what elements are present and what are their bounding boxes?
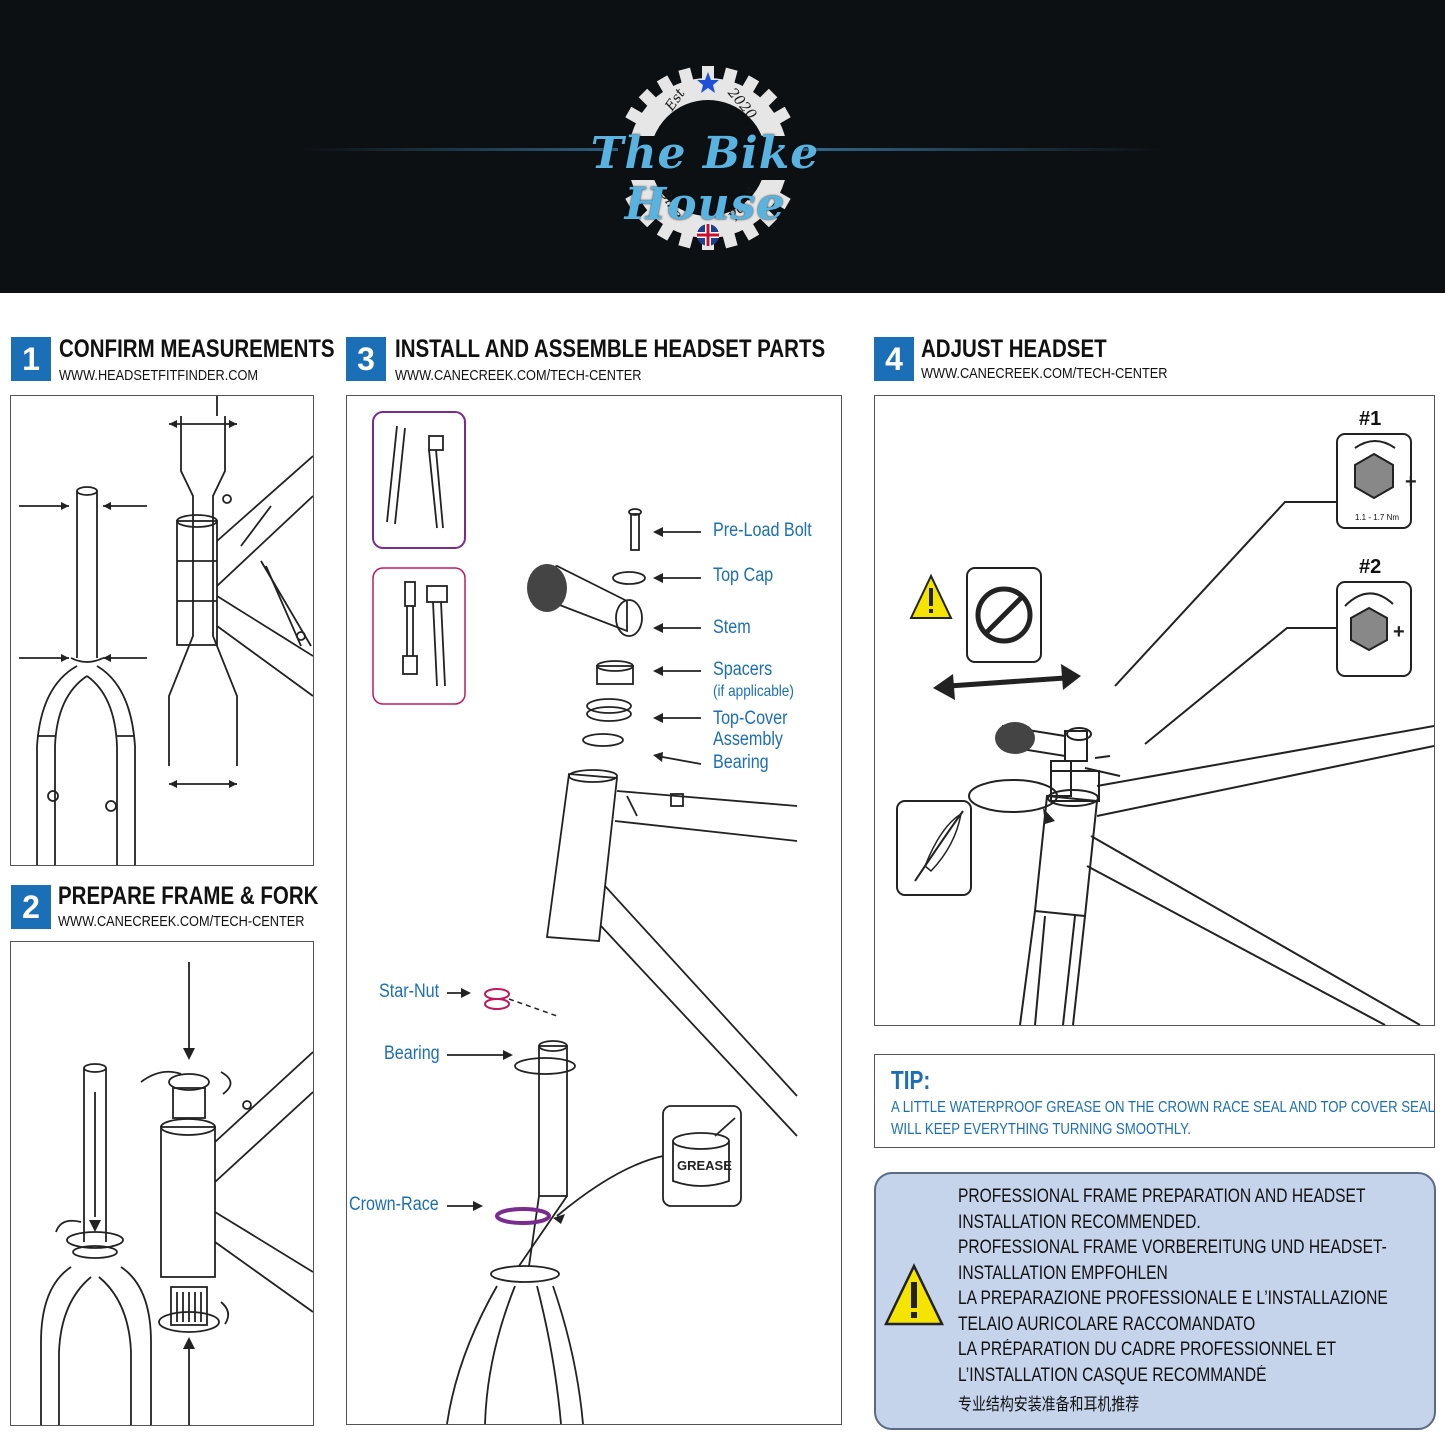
star-icon [697,72,719,93]
step-1-title: CONFIRM MEASUREMENTS [59,335,335,363]
adjust-step-2-label: #2 [1359,556,1382,578]
grease-can-label: GREASE [677,1158,732,1173]
tip-box: TIP: A LITTLE WATERPROOF GREASE ON THE C… [874,1054,1435,1148]
warning-line-3: PROFESSIONAL FRAME VORBEREITUNG UND HEAD… [958,1237,1387,1258]
svg-text:+: + [1393,621,1405,643]
prohibit-icon [966,567,1042,663]
label-top-cover: Top-Cover [713,708,788,729]
step-1-panel [10,395,314,866]
step-2-url[interactable]: WWW.CANECREEK.COM/TECH-CENTER [58,913,305,930]
label-preload-bolt: Pre-Load Bolt [713,520,812,541]
warning-line-9: 专业结构安装准备和耳机推荐 [958,1395,1140,1414]
step-3-url[interactable]: WWW.CANECREEK.COM/TECH-CENTER [395,367,642,384]
tip-title: TIP: [891,1065,931,1095]
warning-line-8: L’INSTALLATION CASQUE RECOMMANDÉ [958,1365,1267,1386]
hex-key-1-icon: + [1336,433,1417,529]
adjust-step-1-label: #1 [1359,408,1382,430]
brand-name: The Bike House [590,128,820,230]
warning-line-4: INSTALLATION EMPFOHLEN [958,1263,1168,1284]
assembly-diagram [372,411,798,1425]
step-2-number: 2 [11,885,51,929]
professional-install-warning: PROFESSIONAL FRAME PREPARATION AND HEADS… [874,1172,1436,1430]
double-arrow-icon [933,664,1081,700]
label-spacers: Spacers [713,659,773,680]
step-3-panel: Pre-Load Bolt Top Cap Stem Spacers (if a… [346,395,842,1425]
tip-line-2: WILL KEEP EVERYTHING TURNING SMOOTHLY. [891,1121,1191,1138]
step-4-panel: + + [874,395,1435,1026]
warning-triangle-icon [884,1263,944,1326]
chainring-icon [618,66,798,250]
step-3-number: 3 [346,337,386,381]
label-stem: Stem [713,617,751,638]
adjust-headset-diagram: + + [896,433,1435,1026]
label-bearing-bottom: Bearing [384,1043,440,1064]
warning-icon [909,573,953,619]
step-4-title: ADJUST HEADSET [921,335,1107,363]
label-top-cap: Top Cap [713,565,774,586]
frame-fork-prep-diagram [40,962,314,1425]
warning-line-1: PROFESSIONAL FRAME PREPARATION AND HEADS… [958,1186,1366,1207]
hex-key-2-icon: + [1336,581,1412,677]
warning-line-5: LA PREPARAZIONE PROFESSIONALE E L’INSTAL… [958,1288,1388,1309]
step-3-title: INSTALL AND ASSEMBLE HEADSET PARTS [395,335,826,363]
step-2-title: PREPARE FRAME & FORK [58,882,319,910]
tip-line-1: A LITTLE WATERPROOF GREASE ON THE CROWN … [891,1099,1435,1116]
label-crown-race: Crown-Race [349,1194,439,1215]
step-1-url[interactable]: WWW.HEADSETFITFINDER.COM [59,367,259,384]
step-1-number: 1 [11,337,51,381]
uk-flag-icon [697,224,719,246]
warning-line-6: TELAIO AURICOLARE RACCOMANDATO [958,1314,1256,1335]
warning-line-2: INSTALLATION RECOMMENDED. [958,1212,1201,1233]
step-4-url[interactable]: WWW.CANECREEK.COM/TECH-CENTER [921,365,1168,382]
svg-text:+: + [1405,471,1417,493]
step-4-number: 4 [874,337,914,381]
feather-icon [896,800,972,896]
label-bearing-top: Bearing [713,752,769,773]
label-spacers-note: (if applicable) [713,683,794,700]
warning-line-7: LA PRÉPARATION DU CADRE PROFESSIONNEL ET [958,1339,1337,1360]
measurement-diagram [19,396,314,865]
label-star-nut: Star-Nut [379,981,440,1002]
header-banner: Est 2020 Bike Parts The Bike House [0,0,1445,293]
torque-label: 1.1 - 1.7 Nm [1355,513,1400,522]
label-assembly: Assembly [713,729,784,750]
step-2-panel [10,941,314,1426]
